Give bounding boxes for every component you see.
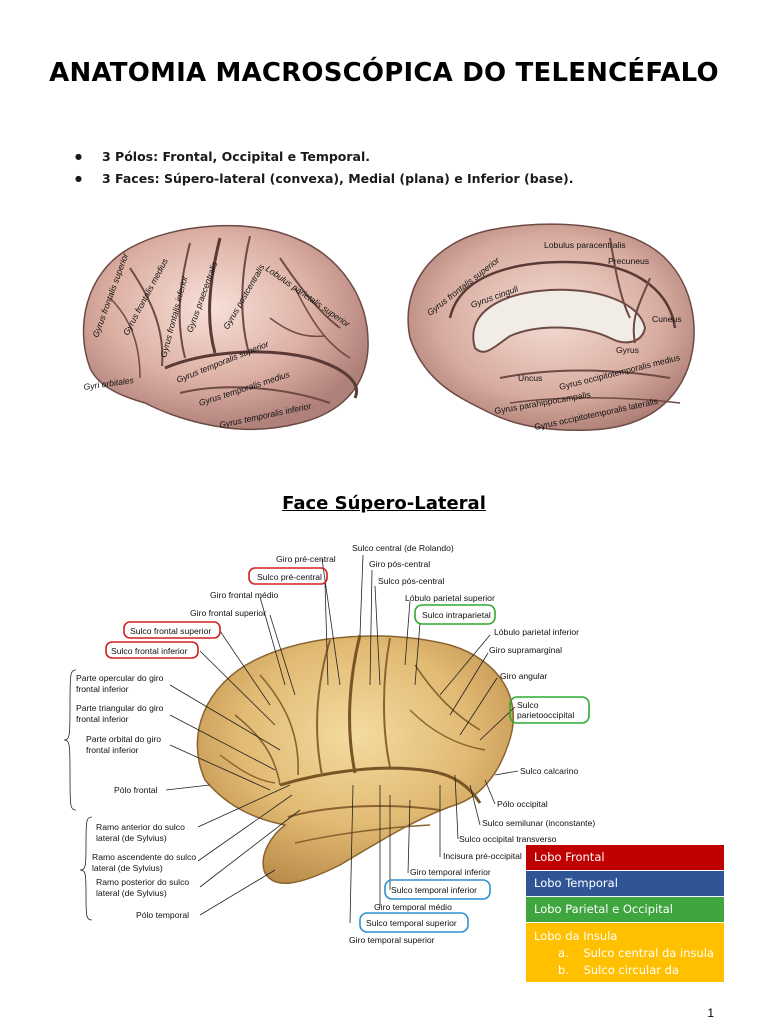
label-sulco-pre-central: Sulco pré-central — [257, 572, 322, 582]
label-giro-temporal-medio: Giro temporal médio — [374, 902, 452, 912]
legend-parietal-occipital: Lobo Parietal e Occipital — [526, 897, 724, 923]
highlight-box-green — [509, 696, 590, 724]
legend-insula-title: Lobo da Insula — [534, 929, 618, 943]
label-parte-orbital: Parte orbital do giro — [86, 734, 161, 744]
label-ramo-posterior: lateral (de Sylvius) — [96, 888, 167, 898]
label-sulco-occipital-transverso: Sulco occipital transverso — [459, 834, 557, 844]
highlight-box-green — [414, 604, 496, 625]
label-sulco-calcarino: Sulco calcarino — [520, 766, 578, 776]
leader-lines — [165, 554, 519, 924]
brain-image — [196, 634, 515, 885]
page-title: ANATOMIA MACROSCÓPICA DO TELENCÉFALO — [49, 58, 719, 88]
legend-insula-item-marker: b. — [558, 963, 569, 977]
highlight-box-red — [123, 621, 221, 639]
label-ramo-ascendente: Ramo ascendente do sulco — [92, 852, 196, 862]
label-parte-triangular: frontal inferior — [76, 714, 129, 724]
label-sulco-temporal-superior: Sulco temporal superior — [366, 918, 457, 928]
legend-frontal: Lobo Frontal — [526, 845, 724, 871]
label-parte-opercular: frontal inferior — [76, 684, 129, 694]
lobe-color-legend: Lobo Frontal Lobo Temporal Lobo Parietal… — [526, 845, 724, 994]
highlight-box-blue — [359, 912, 469, 933]
lateral-brain-image: Gyrus frontalis superior Gyrus frontalis… — [82, 224, 369, 431]
legend-insula-item-text: Sulco central da insula — [583, 946, 714, 960]
bullet-item: 3 Pólos: Frontal, Occipital e Temporal. — [75, 146, 574, 168]
label-sulco-pos-central: Sulco pós-central — [378, 576, 444, 586]
highlight-box-red — [248, 567, 328, 585]
label-lobulo-parietal-inferior: Lóbulo parietal inferior — [494, 627, 579, 637]
brain-illustrations: Gyrus frontalis superior Gyrus frontalis… — [82, 223, 695, 432]
label-giro-frontal-superior: Giro frontal superior — [190, 608, 266, 618]
label-lobulo-parietal-superior: Lóbulo parietal superior — [405, 593, 495, 603]
medial-label: Gyrus — [616, 345, 639, 355]
label-ramo-ascendente: lateral (de Sylvius) — [92, 863, 163, 873]
label-ramo-posterior: Ramo posterior do sulco — [96, 877, 189, 887]
label-parte-opercular: Parte opercular do giro — [76, 673, 164, 683]
label-giro-temporal-inferior: Giro temporal inferior — [410, 867, 491, 877]
medial-label: Lobulus paracentralis — [544, 240, 626, 250]
label-polo-frontal: Pólo frontal — [114, 785, 158, 795]
page-number: 1 — [707, 1006, 714, 1020]
label-giro-frontal-medio: Giro frontal médio — [210, 590, 279, 600]
medial-label: Cuneus — [652, 314, 682, 324]
label-sulco-frontal-inferior: Sulco frontal inferior — [111, 646, 188, 656]
label-incisura-pre-occipital: Incisura pré-occipital — [443, 851, 522, 861]
label-ramo-anterior: Ramo anterior do sulco — [96, 822, 185, 832]
group-brackets — [63, 669, 93, 921]
label-giro-pre-central: Giro pré-central — [276, 554, 336, 564]
label-parte-triangular: Parte triangular do giro — [76, 703, 164, 713]
label-polo-temporal: Pólo temporal — [136, 910, 189, 920]
medial-label: Precuneus — [608, 256, 649, 266]
medial-label: Uncus — [518, 373, 542, 383]
legend-insula-item: a. Sulco central da insula — [534, 945, 716, 962]
lateral-face-diagram: Giro pré-central Sulco central (de Rolan… — [63, 543, 595, 945]
section-title: Face Súpero-Lateral — [282, 493, 486, 514]
legend-insula-item-text: Sulco circular da insula — [558, 963, 679, 994]
medial-brain-image: Gyrus frontalis superior Gyrus cinguli L… — [407, 223, 695, 432]
highlight-box-red — [105, 641, 199, 659]
label-giro-pos-central: Giro pós-central — [369, 559, 430, 569]
bullet-list: 3 Pólos: Frontal, Occipital e Temporal. … — [75, 146, 574, 190]
legend-insula-item-marker: a. — [558, 946, 569, 960]
label-polo-occipital: Pólo occipital — [497, 799, 548, 809]
legend-temporal: Lobo Temporal — [526, 871, 724, 897]
label-sulco-parietooccipital: Sulco — [517, 700, 539, 710]
highlight-box-blue — [384, 879, 491, 900]
label-sulco-frontal-superior: Sulco frontal superior — [130, 626, 211, 636]
label-giro-angular: Giro angular — [500, 671, 547, 681]
legend-insula-item: b. Sulco circular da insula — [534, 962, 716, 994]
label-sulco-central: Sulco central (de Rolando) — [352, 543, 454, 553]
label-sulco-temporal-inferior: Sulco temporal inferior — [391, 885, 477, 895]
bullet-item: 3 Faces: Súpero-lateral (convexa), Media… — [75, 168, 574, 190]
label-parte-orbital: frontal inferior — [86, 745, 139, 755]
label-giro-supramarginal: Giro supramarginal — [489, 645, 562, 655]
label-sulco-semilunar: Sulco semilunar (inconstante) — [482, 818, 595, 828]
label-sulco-intraparietal: Sulco intraparietal — [422, 610, 491, 620]
label-giro-temporal-superior: Giro temporal superior — [349, 935, 435, 945]
legend-insula: Lobo da Insula a. Sulco central da insul… — [526, 923, 724, 994]
label-ramo-anterior: lateral (de Sylvius) — [96, 833, 167, 843]
label-sulco-parietooccipital: parietooccipital — [517, 710, 574, 720]
